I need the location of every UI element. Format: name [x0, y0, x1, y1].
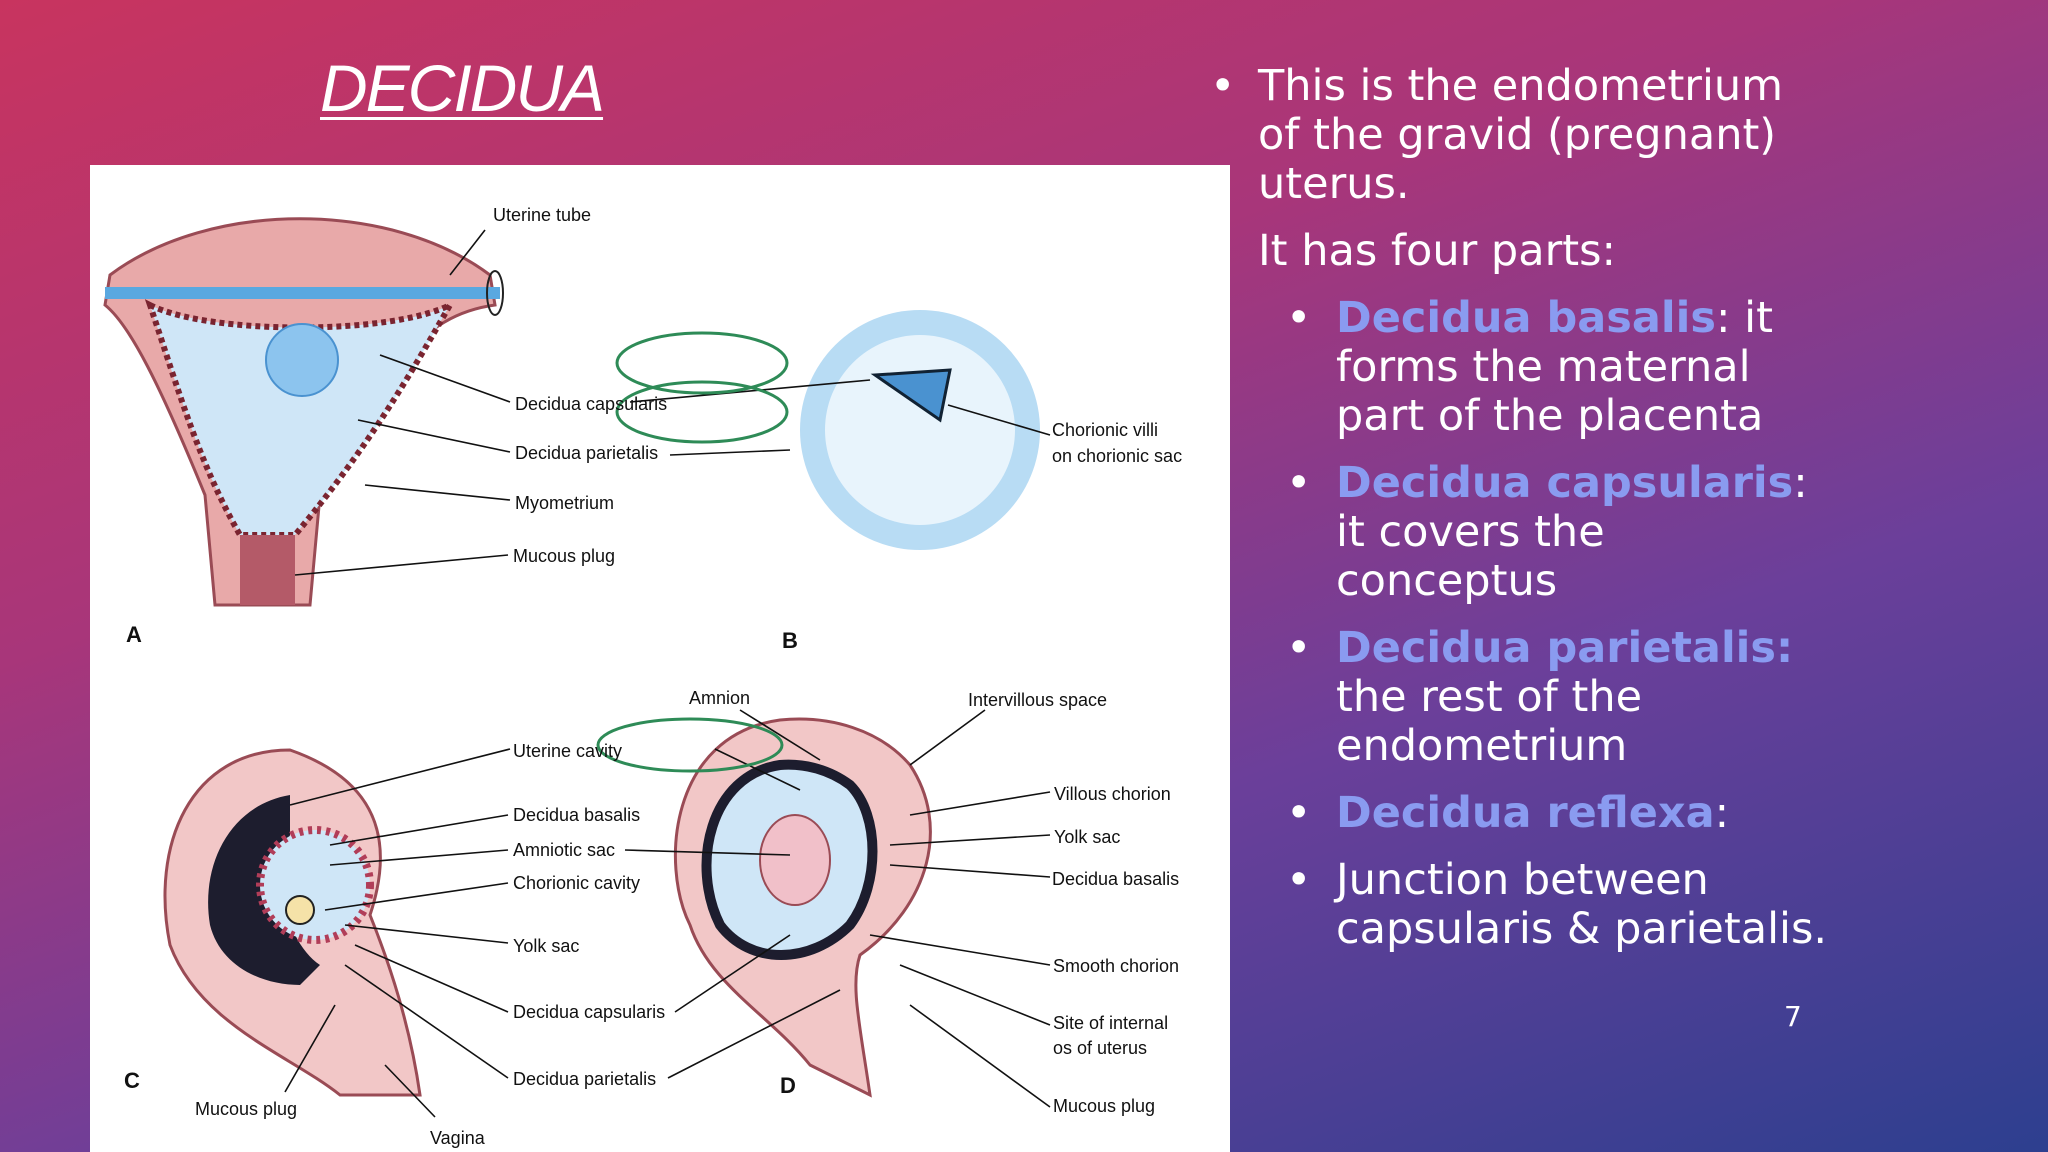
label-yolk-sac-d: Yolk sac	[1054, 827, 1120, 847]
label-yolk-sac-c: Yolk sac	[513, 936, 579, 956]
part-bullet-reflexa: Decidua reflexa:	[1210, 788, 1830, 839]
decidua-illustration: A B C D Uterine tube Decidua capsularis …	[103, 205, 1182, 1148]
intro-bullet: This is the endometrium of the gravid (p…	[1210, 62, 1830, 209]
label-villous-chorion: Villous chorion	[1054, 784, 1171, 804]
label-decidua-parietalis-c: Decidua parietalis	[513, 1069, 656, 1089]
term-separator: :	[1715, 293, 1731, 343]
label-mucous-plug-a: Mucous plug	[513, 546, 615, 566]
part-description: the rest of the endometrium	[1336, 672, 1643, 771]
junction-bullet: Junction between capsularis & parietalis…	[1210, 856, 1830, 954]
part-description: it forms the maternal part of the placen…	[1336, 293, 1773, 441]
annotation-circles	[596, 331, 789, 773]
decidua-diagram: A B C D Uterine tube Decidua capsularis …	[90, 165, 1230, 1152]
subintro: It has four parts:	[1210, 227, 1830, 276]
term-decidua-parietalis: Decidua parietalis:	[1336, 623, 1794, 673]
label-chorionic-cavity: Chorionic cavity	[513, 873, 640, 893]
label-amnion: Amnion	[689, 688, 750, 708]
part-bullet-basalis: Decidua basalis: it forms the maternal p…	[1210, 294, 1830, 441]
panel-c-uterus	[163, 748, 422, 1097]
label-uterine-tube: Uterine tube	[493, 205, 591, 225]
label-site-internal-1: Site of internal	[1053, 1013, 1168, 1033]
label-chorionic-villi-2: on chorionic sac	[1052, 446, 1182, 466]
label-decidua-capsularis-a: Decidua capsularis	[515, 394, 667, 414]
page-number: 7	[1784, 1000, 1802, 1033]
term-decidua-reflexa: Decidua reflexa	[1336, 788, 1715, 838]
panel-label-c: C	[124, 1068, 140, 1093]
label-amniotic-sac: Amniotic sac	[513, 840, 615, 860]
term-decidua-basalis: Decidua basalis	[1336, 293, 1716, 343]
panel-d-uterus	[674, 717, 932, 1098]
junction-text: Junction between capsularis & parietalis…	[1336, 855, 1828, 954]
label-mucous-plug-c: Mucous plug	[195, 1099, 297, 1119]
panel-label-a: A	[126, 622, 142, 647]
bullet-content: This is the endometrium of the gravid (p…	[1210, 62, 1830, 972]
slide-title: DECIDUA	[320, 51, 605, 125]
panel-a-uterus	[103, 217, 504, 607]
label-vagina: Vagina	[430, 1128, 486, 1148]
panel-b-chorionic-sac	[800, 310, 1040, 550]
term-separator: :	[1793, 458, 1808, 508]
label-decidua-capsularis-c: Decidua capsularis	[513, 1002, 665, 1022]
term-separator: :	[1714, 788, 1730, 838]
label-intervillous-space: Intervillous space	[968, 690, 1107, 710]
intro-text: This is the endometrium of the gravid (p…	[1258, 61, 1784, 209]
panel-label-b: B	[782, 628, 798, 653]
part-bullet-parietalis: Decidua parietalis: the rest of the endo…	[1210, 624, 1830, 771]
panel-label-d: D	[780, 1073, 796, 1098]
part-bullet-capsularis: Decidua capsularis: it covers the concep…	[1210, 459, 1830, 606]
leader-lines	[284, 229, 1051, 1118]
label-site-internal-2: os of uterus	[1053, 1038, 1147, 1058]
label-uterine-cavity: Uterine cavity	[513, 741, 622, 761]
label-decidua-basalis-d: Decidua basalis	[1052, 869, 1179, 889]
label-mucous-plug-d: Mucous plug	[1053, 1096, 1155, 1116]
part-description: it covers the conceptus	[1336, 507, 1605, 606]
term-decidua-capsularis: Decidua capsularis	[1336, 458, 1794, 508]
subintro-text: It has four parts:	[1258, 226, 1617, 276]
label-chorionic-villi-1: Chorionic villi	[1052, 420, 1158, 440]
label-smooth-chorion: Smooth chorion	[1053, 956, 1179, 976]
label-decidua-parietalis-a: Decidua parietalis	[515, 443, 658, 463]
label-decidua-basalis-c: Decidua basalis	[513, 805, 640, 825]
label-myometrium: Myometrium	[515, 493, 614, 513]
